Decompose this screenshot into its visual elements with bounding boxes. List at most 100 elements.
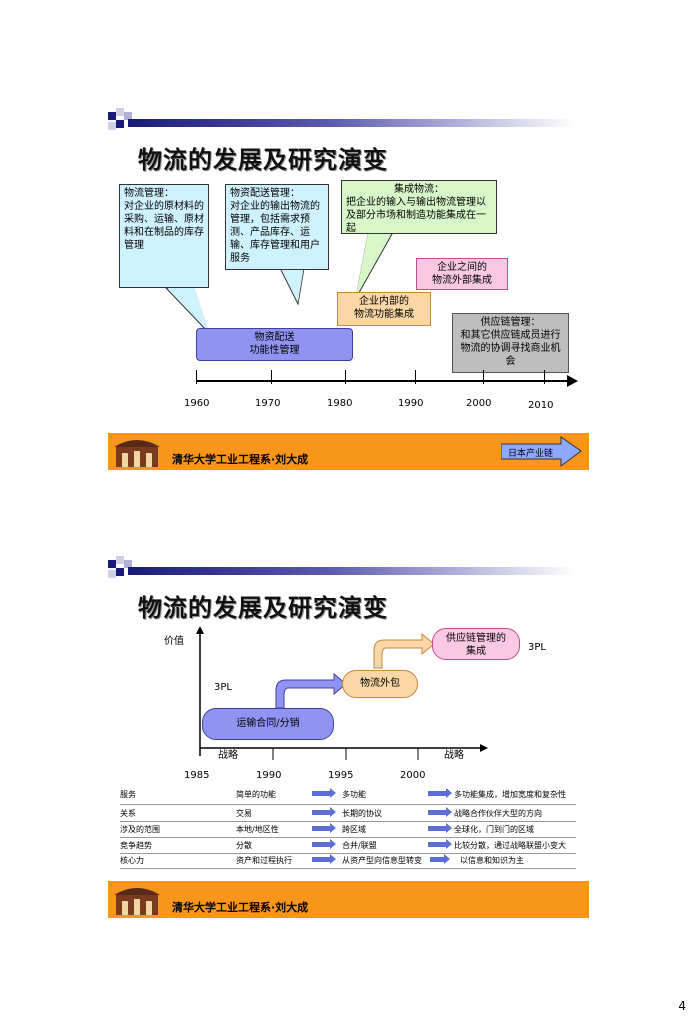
- deco-square: [116, 556, 124, 564]
- row-col3: 全球化，门到门的区域: [454, 825, 534, 834]
- row-col3: 比较分散，通过战略联盟小变大: [454, 841, 566, 850]
- timeline-axis: [196, 380, 568, 382]
- deco-square: [116, 568, 124, 576]
- title-rule: [128, 567, 576, 575]
- callout-logistics-management: 物流管理： 对企业的原材料的采购、运输、原材料和在制品的库存管理: [119, 184, 209, 288]
- timeline-arrowhead: [567, 375, 578, 387]
- title-rule: [128, 119, 576, 127]
- year-label: 2000: [466, 398, 492, 409]
- box-scm-body: 和其它供应链成员进行物流的协调寻找商业机会: [460, 330, 561, 367]
- table-row: 关系 交易 长期的协议 战略合作伙伴大型的方向: [120, 807, 586, 820]
- slide-footer: 清华大学工业工程系·刘大成 日本产业链: [108, 433, 589, 470]
- year-label: 2000: [400, 770, 426, 781]
- y-axis-label: 价值: [164, 636, 184, 647]
- page-number: 4: [678, 999, 686, 1013]
- slide-title: 物流的发展及研究演变: [138, 145, 388, 174]
- tsinghua-gate-logo: [112, 435, 162, 468]
- row-arrow: [430, 854, 450, 864]
- row-arrow: [428, 823, 452, 833]
- label-3pl-left: 3PL: [214, 682, 232, 693]
- year-label: 1960: [184, 398, 210, 409]
- slide-1: 物流的发展及研究演变 物流管理： 对企业的原材料的采购、运输、原材料和在制品的库…: [108, 108, 589, 470]
- row-arrow: [312, 854, 336, 864]
- row-col1: 简单的功能: [236, 790, 276, 799]
- row-label: 服务: [120, 790, 136, 799]
- callout-tails: [164, 232, 393, 333]
- row-label: 竞争趋势: [120, 841, 152, 850]
- slide-title: 物流的发展及研究演变: [138, 593, 388, 622]
- row-col2: 从资产型向信息型转变: [342, 856, 422, 865]
- row-arrow: [312, 807, 336, 817]
- row-arrow: [428, 807, 452, 817]
- slide-footer: 清华大学工业工程系·刘大成: [108, 881, 589, 918]
- row-col1: 分散: [236, 841, 252, 850]
- year-label: 2010: [528, 400, 554, 411]
- deco-square: [108, 122, 116, 130]
- table-row: 核心力 资产和过程执行 从资产型向信息型转变 以信息和知识为主: [120, 854, 586, 867]
- table-divider: [120, 821, 576, 822]
- footer-text: 清华大学工业工程系·刘大成: [172, 901, 309, 914]
- year-label: 1990: [256, 770, 282, 781]
- row-arrow: [312, 839, 336, 849]
- deco-square: [124, 112, 132, 120]
- callout-distribution-management: 物资配送管理： 对企业的输出物流的管理，包括需求预测、产品库存、运输、库存管理和…: [225, 184, 329, 270]
- table-divider: [120, 804, 576, 805]
- stage-logistics-outsourcing: 物流外包: [342, 670, 418, 698]
- strategy-label-right: 战略: [444, 750, 464, 761]
- row-col2: 合并/联盟: [342, 841, 377, 850]
- timeline-tick: [196, 370, 197, 384]
- deco-square: [108, 112, 116, 120]
- box-functional-management: 物资配送 功能性管理: [196, 328, 353, 361]
- row-col1: 交易: [236, 809, 252, 818]
- strategy-label-left: 战略: [218, 750, 238, 761]
- row-col2: 跨区域: [342, 825, 366, 834]
- timeline-tick: [415, 370, 416, 384]
- row-col3: 以信息和知识为主: [460, 856, 524, 865]
- box-scm-title: 供应链管理：: [480, 317, 541, 328]
- row-label: 涉及的范围: [120, 825, 160, 834]
- row-col2: 多功能: [342, 790, 366, 799]
- row-col3: 多功能集成，增加宽度和复杂性: [454, 790, 566, 799]
- footer-text: 清华大学工业工程系·刘大成: [172, 453, 309, 466]
- slide-2: 物流的发展及研究演变 价值 运输合同/分销 物流外包 供应链管理的 集成 3PL…: [108, 556, 589, 918]
- table-row: 竞争趋势 分散 合并/联盟 比较分散，通过战略联盟小变大: [120, 839, 586, 852]
- table-divider: [120, 853, 576, 854]
- label-3pl-right: 3PL: [528, 642, 546, 653]
- tsinghua-gate-logo: [112, 883, 162, 916]
- year-label: 1970: [255, 398, 281, 409]
- timeline-tick: [483, 370, 484, 384]
- deco-square: [116, 108, 124, 116]
- callout-integrated-logistics: 集成物流： 把企业的输入与输出物流管理以及部分市场和制造功能集成在一起: [341, 180, 497, 234]
- row-arrow: [428, 788, 452, 798]
- nav-arrow-button[interactable]: [501, 435, 583, 468]
- value-axes: [196, 626, 488, 760]
- deco-square: [116, 120, 124, 128]
- table-divider: [120, 868, 576, 869]
- year-label: 1980: [327, 398, 353, 409]
- timeline-tick: [345, 370, 346, 384]
- row-arrow: [312, 788, 336, 798]
- deco-square: [124, 560, 132, 568]
- year-label: 1985: [184, 770, 210, 781]
- table-row: 服务 简单的功能 多功能 多功能集成，增加宽度和复杂性: [120, 788, 586, 801]
- timeline-tick: [271, 370, 272, 384]
- row-label: 关系: [120, 809, 136, 818]
- deco-square: [108, 570, 116, 578]
- table-row: 涉及的范围 本地/地区性 跨区域 全球化，门到门的区域: [120, 823, 586, 836]
- year-label: 1990: [398, 398, 424, 409]
- deco-square: [108, 560, 116, 568]
- row-col1: 资产和过程执行: [236, 856, 292, 865]
- box-internal-integration: 企业内部的 物流功能集成: [337, 292, 431, 326]
- callout-integrated-logistics-title: 集成物流：: [394, 184, 444, 195]
- row-col3: 战略合作伙伴大型的方向: [454, 809, 542, 818]
- row-arrow: [312, 823, 336, 833]
- stage-supply-chain-integration: 供应链管理的 集成: [432, 628, 520, 660]
- stage-transport-contract: 运输合同/分销: [202, 708, 334, 740]
- year-label: 1995: [328, 770, 354, 781]
- row-col1: 本地/地区性: [236, 825, 279, 834]
- callout-integrated-logistics-body: 把企业的输入与输出物流管理以及部分市场和制造功能集成在一起: [346, 197, 486, 234]
- nav-arrow-label: 日本产业链: [508, 449, 554, 459]
- table-divider: [120, 837, 576, 838]
- box-supply-chain-management: 供应链管理： 和其它供应链成员进行物流的协调寻找商业机会: [452, 313, 569, 373]
- row-label: 核心力: [120, 856, 144, 865]
